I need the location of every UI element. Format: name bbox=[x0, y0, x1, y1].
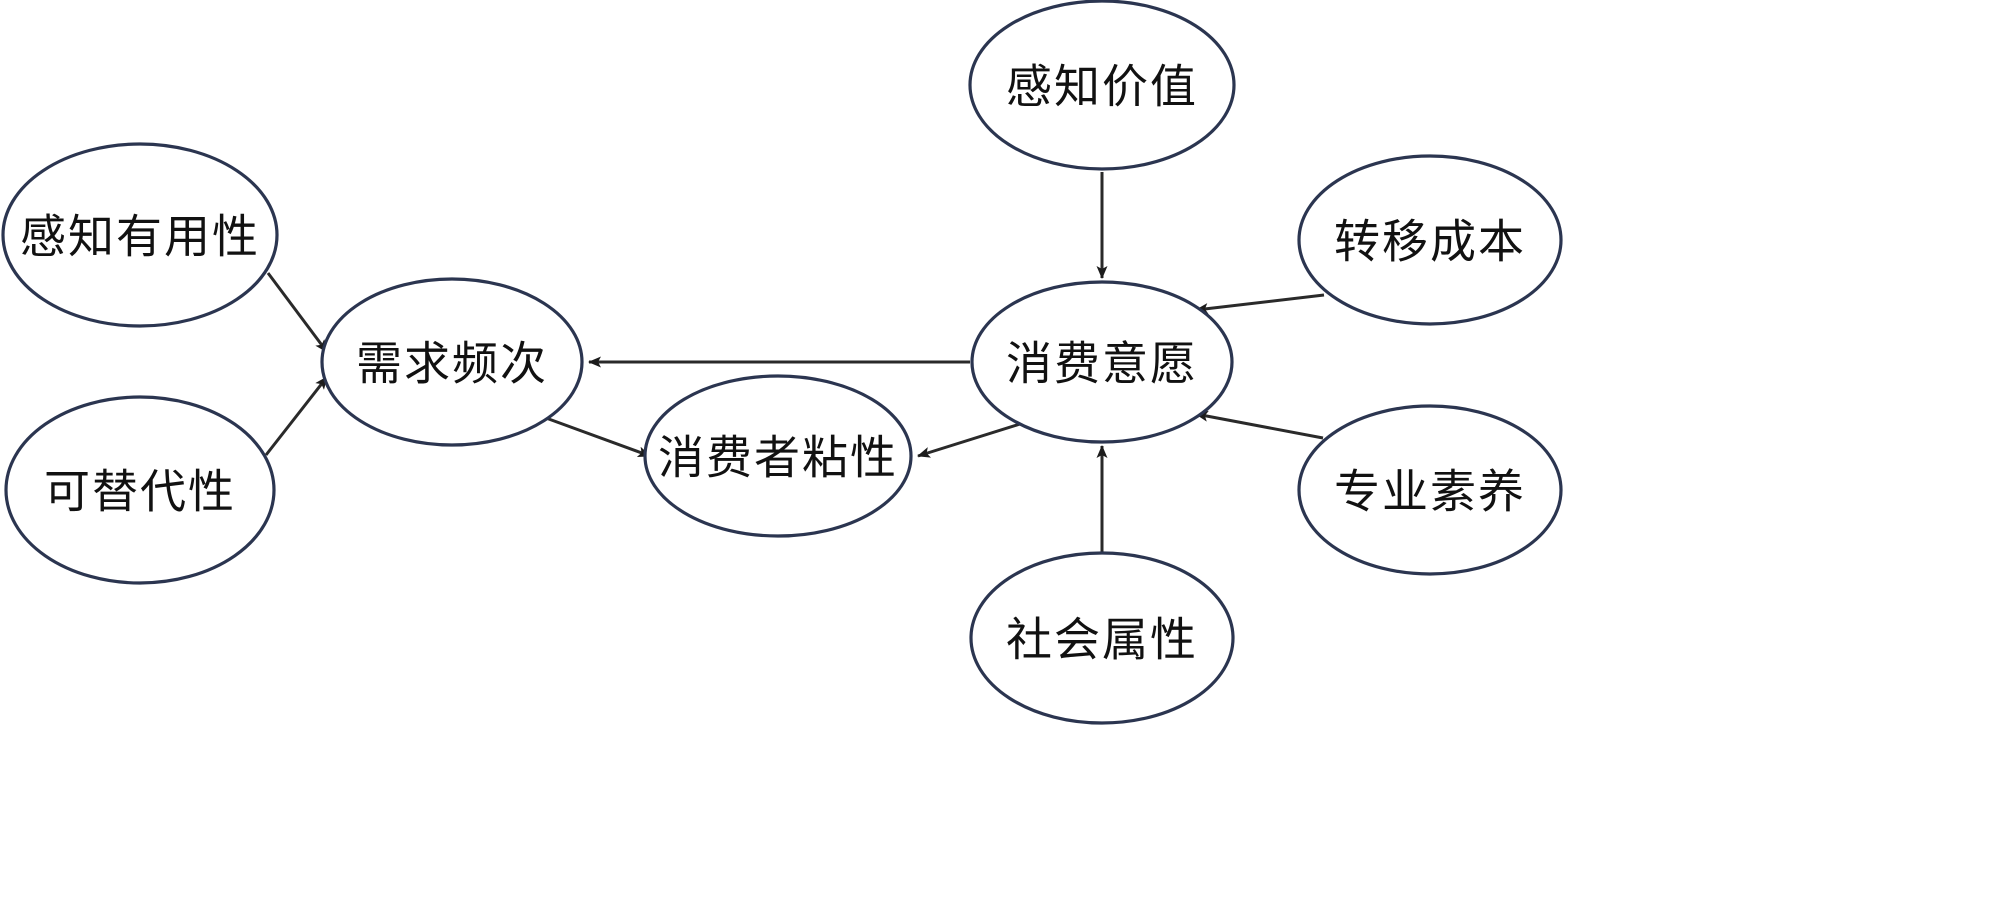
edge-cost-to-willingness bbox=[1195, 293, 1325, 315]
node-label-consumption-willingness: 消费意愿 bbox=[1006, 339, 1198, 390]
node-perceived-usefulness[interactable]: 感知有用性 bbox=[1, 142, 279, 328]
node-ellipse-consumption-willingness bbox=[970, 280, 1234, 444]
node-ellipse-consumer-stickiness bbox=[643, 374, 913, 538]
node-label-demand-frequency: 需求频次 bbox=[356, 339, 548, 390]
node-label-perceived-usefulness: 感知有用性 bbox=[20, 212, 260, 263]
edge-willingness-to-stickiness bbox=[917, 422, 1021, 458]
node-ellipse-substitutability bbox=[4, 395, 276, 585]
edge-frequency-to-stickiness bbox=[545, 416, 651, 458]
node-consumption-willingness[interactable]: 消费意愿 bbox=[970, 280, 1234, 444]
node-substitutability[interactable]: 可替代性 bbox=[4, 395, 276, 585]
node-label-consumer-stickiness: 消费者粘性 bbox=[658, 433, 898, 484]
edge-usefulness-to-frequency bbox=[266, 272, 329, 353]
node-switching-cost[interactable]: 转移成本 bbox=[1297, 154, 1563, 326]
node-label-perceived-value: 感知价值 bbox=[1006, 62, 1198, 113]
node-label-professional-competence: 专业素养 bbox=[1334, 467, 1526, 518]
node-label-social-attribute: 社会属性 bbox=[1006, 615, 1198, 666]
node-label-switching-cost: 转移成本 bbox=[1334, 217, 1526, 268]
node-ellipse-social-attribute bbox=[969, 551, 1235, 725]
node-consumer-stickiness[interactable]: 消费者粘性 bbox=[643, 374, 913, 538]
node-ellipse-demand-frequency bbox=[320, 277, 584, 447]
node-ellipse-switching-cost bbox=[1297, 154, 1563, 326]
edge-substitutability-to-frequency bbox=[264, 376, 329, 456]
node-professional-competence[interactable]: 专业素养 bbox=[1297, 404, 1563, 576]
node-ellipse-perceived-value bbox=[968, 0, 1236, 171]
edge-competence-to-willingness bbox=[1195, 410, 1324, 440]
node-ellipse-perceived-usefulness bbox=[1, 142, 279, 328]
node-perceived-value[interactable]: 感知价值 bbox=[968, 0, 1236, 171]
edges-layer bbox=[264, 172, 1325, 552]
node-social-attribute[interactable]: 社会属性 bbox=[969, 551, 1235, 725]
node-ellipse-professional-competence bbox=[1297, 404, 1563, 576]
node-label-substitutability: 可替代性 bbox=[44, 467, 236, 518]
node-demand-frequency[interactable]: 需求频次 bbox=[320, 277, 584, 447]
